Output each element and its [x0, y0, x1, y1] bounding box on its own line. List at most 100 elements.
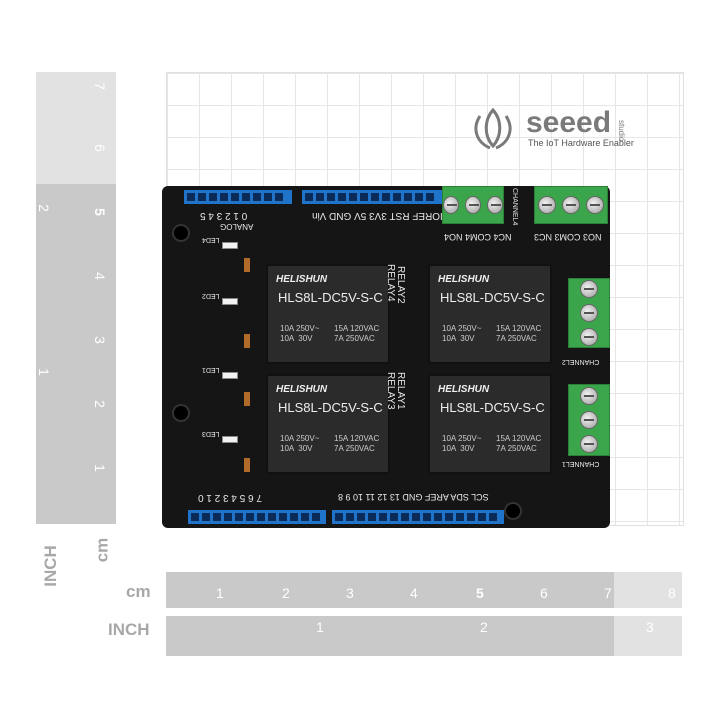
- diode: [244, 458, 250, 472]
- mounting-hole: [172, 224, 190, 242]
- inch-tick-vertical: 2: [35, 204, 52, 212]
- relay1-label: RELAY1: [395, 372, 406, 410]
- cm-tick-horizontal: 2: [282, 585, 290, 601]
- led-2: [222, 298, 238, 305]
- left-cm-ruler: [80, 184, 116, 524]
- relay-rating: 10A 250V~ 10A 30V: [280, 434, 320, 453]
- bottom-cm-ruler: [166, 572, 614, 608]
- relay-4: HELISHUN HLS8L-DC5V-S-C 10A 250V~ 10A 30…: [266, 264, 390, 364]
- relay-1: HELISHUN HLS8L-DC5V-S-C 10A 250V~ 10A 30…: [428, 374, 552, 474]
- cm-tick-vertical: 2: [91, 400, 108, 408]
- led-3: [222, 436, 238, 443]
- logo-tagline: The IoT Hardware Enabler: [528, 138, 634, 148]
- led2-label: LED2: [202, 292, 220, 299]
- cm-tick-vertical: 7: [91, 82, 108, 90]
- analog-label: ANALOG: [220, 222, 254, 231]
- relay2-label: RELAY2: [395, 266, 406, 304]
- cm-tick-vertical: 3: [91, 336, 108, 344]
- digital-pins-left-label: 7 6 5 4 3 2 1 0: [198, 492, 262, 503]
- bottom-inch-ruler: [166, 616, 614, 656]
- nc3-label: NO3 COM3 NC3: [534, 232, 602, 242]
- cm-tick-vertical: 4: [91, 272, 108, 280]
- bottom-cm-ruler-end: [614, 572, 682, 608]
- diode: [244, 258, 250, 272]
- relay-rating: 10A 250V~ 10A 30V: [442, 434, 482, 453]
- bottom-inch-ruler-end: [614, 616, 682, 656]
- bottom-cm-label: cm: [126, 582, 151, 601]
- inch-tick-horizontal: 2: [480, 619, 488, 635]
- cm-tick-horizontal: 1: [216, 585, 224, 601]
- analog-header: [184, 190, 292, 204]
- relay-model: HLS8L-DC5V-S-C: [278, 290, 383, 305]
- left-inch-ruler: [36, 184, 80, 524]
- cm-tick-horizontal: 8: [668, 585, 676, 601]
- cm-tick-vertical: 1: [91, 464, 108, 472]
- relay-rating: 10A 250V~ 10A 30V: [442, 324, 482, 343]
- digital-header-left: [188, 510, 326, 524]
- cm-tick-horizontal: 4: [410, 585, 418, 601]
- digital-pins-right-label: SCL SDA AREF GND 13 12 11 10 9 8: [338, 492, 489, 502]
- relay-model: HLS8L-DC5V-S-C: [440, 400, 545, 415]
- terminal-block-3[interactable]: [534, 186, 608, 224]
- relay-brand: HELISHUN: [438, 274, 490, 285]
- diode: [244, 392, 250, 406]
- screw-terminal[interactable]: [580, 328, 598, 346]
- channel2-label: CHANNEL2: [562, 358, 600, 365]
- digital-header-right: [332, 510, 504, 524]
- screw-terminal[interactable]: [580, 387, 598, 405]
- screw-terminal[interactable]: [580, 411, 598, 429]
- relay-rating: 15A 120VAC 7A 250VAC: [334, 434, 380, 453]
- left-inch-label: INCH: [40, 545, 60, 587]
- cm-tick-horizontal: 6: [540, 585, 548, 601]
- cm-tick-horizontal: 3: [346, 585, 354, 601]
- relay-brand: HELISHUN: [276, 274, 328, 285]
- led1-label: LED1: [202, 366, 220, 373]
- terminal-block-1[interactable]: [568, 384, 610, 456]
- mounting-hole: [504, 502, 522, 520]
- screw-terminal[interactable]: [586, 196, 604, 214]
- left-cm-label: cm: [92, 537, 112, 563]
- inch-tick-vertical: 1: [35, 368, 52, 376]
- screw-terminal[interactable]: [580, 435, 598, 453]
- relay-model: HLS8L-DC5V-S-C: [440, 290, 545, 305]
- screw-terminal[interactable]: [487, 196, 503, 214]
- screw-terminal[interactable]: [443, 196, 459, 214]
- diode: [244, 334, 250, 348]
- screw-terminal[interactable]: [538, 196, 556, 214]
- inch-tick-horizontal: 1: [316, 619, 324, 635]
- nc4-label: NC4 COM4 NO4: [444, 232, 512, 242]
- cm-tick-horizontal: 7: [604, 585, 612, 601]
- inch-tick-horizontal: 3: [646, 619, 654, 635]
- cm-tick-horizontal: 5: [476, 585, 484, 601]
- seeed-logo: seeed studio The IoT Hardware Enabler: [470, 106, 670, 154]
- power-header: [302, 190, 442, 204]
- power-pins-label: NC IOREF RST 3V3 5V GND Vin: [312, 210, 461, 221]
- terminal-block-4[interactable]: [442, 186, 504, 224]
- terminal-block-2[interactable]: [568, 278, 610, 348]
- led-4: [222, 242, 238, 249]
- bottom-inch-label: INCH: [108, 620, 150, 639]
- logo-wordmark: seeed: [526, 106, 612, 139]
- channel4-label: CHANNEL4: [511, 188, 518, 226]
- relay-rating: 15A 120VAC 7A 250VAC: [334, 324, 380, 343]
- screw-terminal[interactable]: [465, 196, 481, 214]
- relay-2: HELISHUN HLS8L-DC5V-S-C 10A 250V~ 10A 30…: [428, 264, 552, 364]
- left-ruler-upper: [36, 72, 116, 184]
- relay-model: HLS8L-DC5V-S-C: [278, 400, 383, 415]
- led-1: [222, 372, 238, 379]
- screw-terminal[interactable]: [580, 280, 598, 298]
- channel1-label: CHANNEL1: [562, 460, 600, 467]
- cm-tick-vertical: 5: [91, 208, 108, 216]
- relay-shield-board: 0 1 2 3 4 5 ANALOG NC IOREF RST 3V3 5V G…: [162, 186, 610, 528]
- relay-rating: 15A 120VAC 7A 250VAC: [496, 324, 542, 343]
- screw-terminal[interactable]: [580, 304, 598, 322]
- seeed-logo-icon: [474, 107, 512, 150]
- relay-brand: HELISHUN: [276, 384, 328, 395]
- screw-terminal[interactable]: [562, 196, 580, 214]
- relay-rating: 15A 120VAC 7A 250VAC: [496, 434, 542, 453]
- cm-tick-vertical: 6: [91, 144, 108, 152]
- mounting-hole: [172, 404, 190, 422]
- analog-pins-label: 0 1 2 3 4 5: [200, 210, 248, 221]
- led3-label: LED3: [202, 430, 220, 437]
- relay-brand: HELISHUN: [438, 384, 490, 395]
